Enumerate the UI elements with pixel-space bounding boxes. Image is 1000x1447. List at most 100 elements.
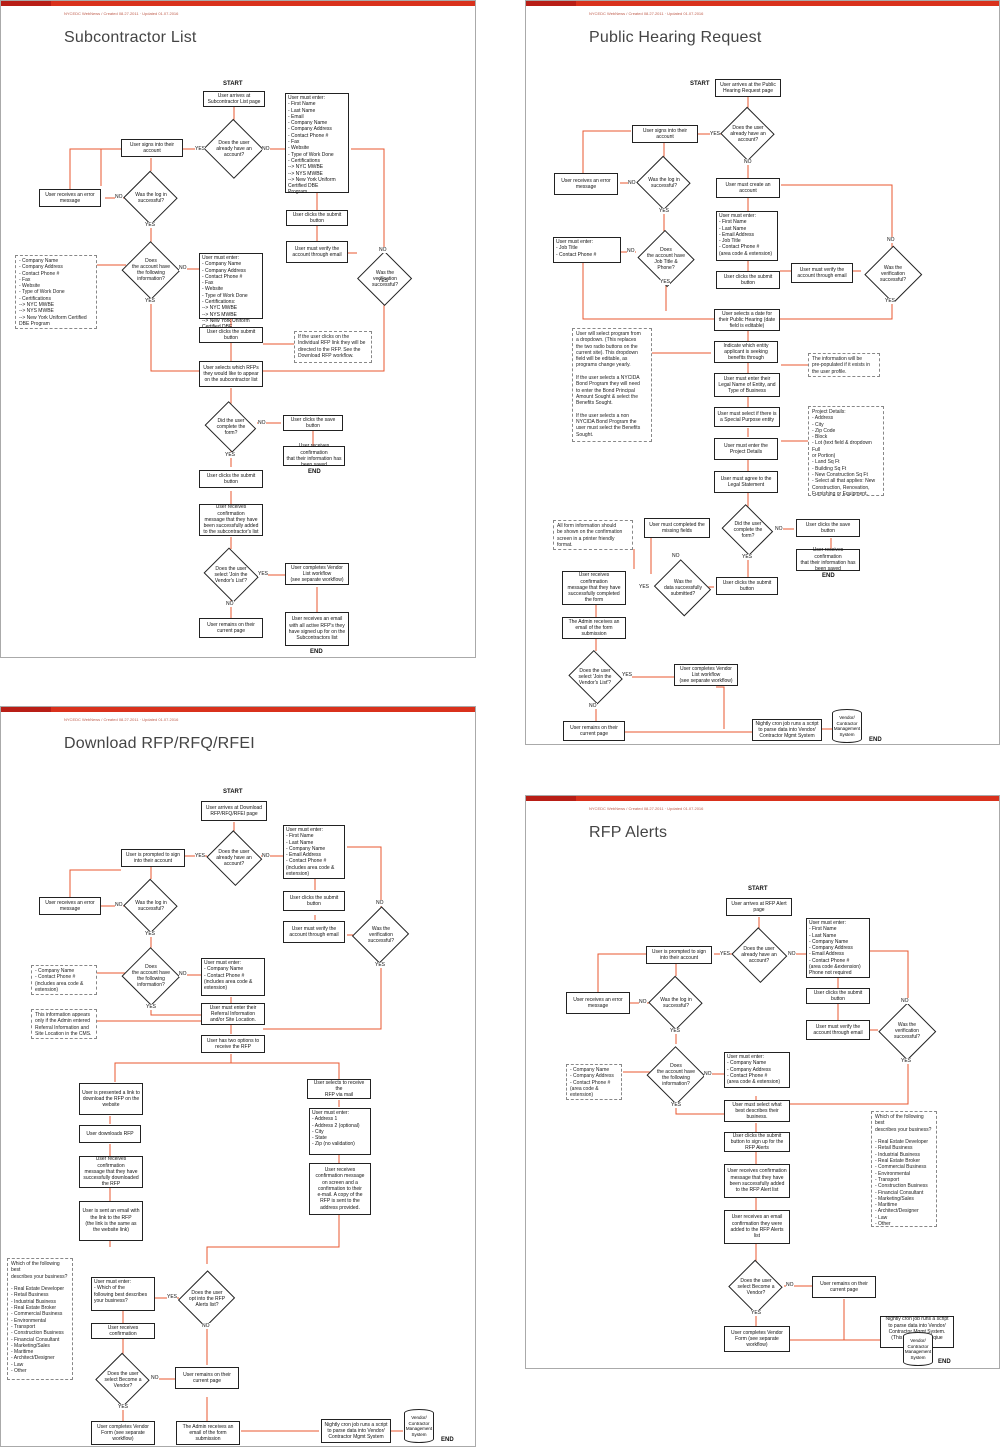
no-label: NO [627,248,635,254]
opt-in-decision: Does the user opt into the RFP Alerts li… [179,1269,235,1329]
mail-confirm-box: User receives confirmation message on sc… [309,1163,371,1215]
verify-ok-decision: Was the verification successful? [353,905,409,965]
prepop-note: The information will be pre-populated if… [808,353,880,377]
no-label: NO [672,553,680,559]
verify-ok-decision: Was the verification successful? [357,251,413,307]
referral-note: This information appears only if the Adm… [31,1009,97,1039]
email-rfps-box: User receives an email with all active R… [285,612,349,646]
submitted-ok-decision: Was the data successfully submitted? [652,561,714,615]
yes-label: YES [195,853,206,859]
no-label: NO [788,951,796,957]
end-label: END [938,1359,951,1365]
yes-label: YES [225,452,236,458]
project-details-note: Project Details: - Address - City - Zip … [808,406,884,497]
downloads-box: User downloads RFP [79,1125,141,1143]
two-options-box: User has two options to receive the RFP [201,1035,265,1053]
join-vendor-decision: Does the user select 'Join the Vendor's … [201,549,261,601]
arrive-box: User arrives at RFP Alert page [726,898,792,916]
panel-meta: NYCEDC WebNews / Created 08.27.2011 · Up… [589,806,704,811]
end-label: END [869,737,882,743]
no-label: NO [887,237,895,243]
prompted-box: User is prompted to sign into their acco… [121,849,185,867]
no-label: NO [744,159,752,165]
no-label: NO [786,1282,794,1288]
yes-label: YES [378,278,389,284]
complete-form-decision: Did the user complete the form? [720,506,776,554]
end-label: END [822,573,835,579]
has-account-decision: Does the user already have an account? [720,107,776,161]
panel-title: Subcontractor List [64,29,197,46]
clicks-submit-box: User clicks the submit button [716,271,780,289]
enter-project-box: User must enter the Project Details [714,438,778,460]
referral-box: User must enter their Referral Informati… [201,1003,265,1025]
link-box: User is presented a link to download the… [79,1083,143,1115]
no-label: NO [179,971,187,977]
start-label: START [223,789,243,795]
special-box: User must select if there is a Special P… [714,407,780,427]
yes-label: YES [660,279,671,285]
error-box: User receives an error message [554,173,618,195]
panel-download-rfp: NYCEDC WebNews / Created 08.27.2011 · Up… [0,706,476,1447]
panel-subcontractor-list: NYCEDC WebNews / Created 08.27.2011 · Up… [0,0,476,658]
dl-confirm-box: User receives confirmation message that … [79,1156,143,1188]
admin-email-box: The Admin receives an email of the form … [562,617,626,639]
clicks-submit2-box: User clicks the submit button [716,577,778,595]
yes-label: YES [258,571,269,577]
no-label: NO [628,180,636,186]
info-list-note: - Company Name - Company Address - Conta… [15,255,97,329]
clicks-save-box: User clicks the save button [796,519,860,537]
yes-label: YES [167,1294,178,1300]
program-note: User will select program from a dropdown… [572,328,652,442]
must-enter-box: User must enter: - First Name - Last Nam… [283,825,345,879]
vcms-database-icon: Vendor/ Contractor Management System [903,1332,933,1366]
must-enter2-box: User must enter: - Company Name - Compan… [724,1052,790,1088]
prompted-box: User is prompted to sign into their acco… [646,946,712,964]
yes-label: YES [885,298,896,304]
indicate-box: Indicate which entity applicant is seeki… [714,341,778,363]
complete-form-decision: Did the user complete the form? [203,403,259,451]
no-label: NO [376,900,384,906]
has-job-decision: Does the account have Job Title & Phone? [636,231,696,287]
info-list-note: - Company Name - Contact Phone # (includ… [31,965,97,995]
no-label: NO [151,1375,159,1381]
no-label: NO [639,999,647,1005]
vendor-workflow-box: User completes Vendor List workflow (see… [674,664,738,686]
arrive-box: User arrives at the Public Hearing Reque… [715,79,781,97]
yes-label: YES [145,931,156,937]
describes-box: User must select what best describes the… [724,1100,790,1122]
yes-label: YES [742,554,753,560]
must-enter-box: User must enter: - First Name - Last Nam… [285,93,349,195]
saved-confirm-box: User receives confirmation that their in… [283,443,345,468]
saved-confirm-box: User receives confirmation that their in… [796,547,860,572]
printer-note: All form information should be shown on … [553,520,633,550]
no-label: NO [901,998,909,1004]
error-box: User receives an error message [39,897,101,915]
remains-box: User remains on their current page [199,618,263,638]
email-link-box: User is sent an email with the link to t… [79,1201,143,1241]
panel-title: Download RFP/RFQ/RFEI [64,735,255,752]
confirm-submitted-box: User receives confirmation message that … [562,571,626,605]
receives-confirm-box: User receives confirmation [91,1323,155,1339]
no-label: NO [226,601,234,607]
no-label: NO [704,1071,712,1077]
rfp-link-note: If the user clicks on the Individual RFP… [294,331,372,363]
verify-box: User must verify the account through ema… [283,921,345,943]
has-account-decision: Does the user already have an account? [730,928,788,982]
yes-label: YES [639,584,650,590]
yes-label: YES [710,131,721,137]
become-vendor-decision: Does the user select Become a Vendor? [728,1260,784,1314]
error-box: User receives an error message [566,992,630,1014]
yes-label: YES [622,672,633,678]
panel-meta: NYCEDC WebNews / Created 08.27.2011 · Up… [64,717,179,722]
start-label: START [223,81,243,87]
cron-box: Nightly cron job runs a script to parse … [321,1419,391,1443]
selects-rfps-box: User selects which RFPs they would like … [199,361,263,387]
clicks-submit-box: User clicks the submit button [286,210,348,226]
panel-title: RFP Alerts [589,824,668,841]
panel-accent-bar [1,707,475,712]
must-enter-box: User must enter: - First Name - Last Nam… [716,211,778,261]
admin-email-box: The Admin receives an email of the form … [176,1421,240,1445]
vcms-database-icon: Vendor/ Contractor Management System [404,1409,434,1443]
missing-box: User must completed the missing fields [644,518,710,538]
no-label: NO [775,526,783,532]
